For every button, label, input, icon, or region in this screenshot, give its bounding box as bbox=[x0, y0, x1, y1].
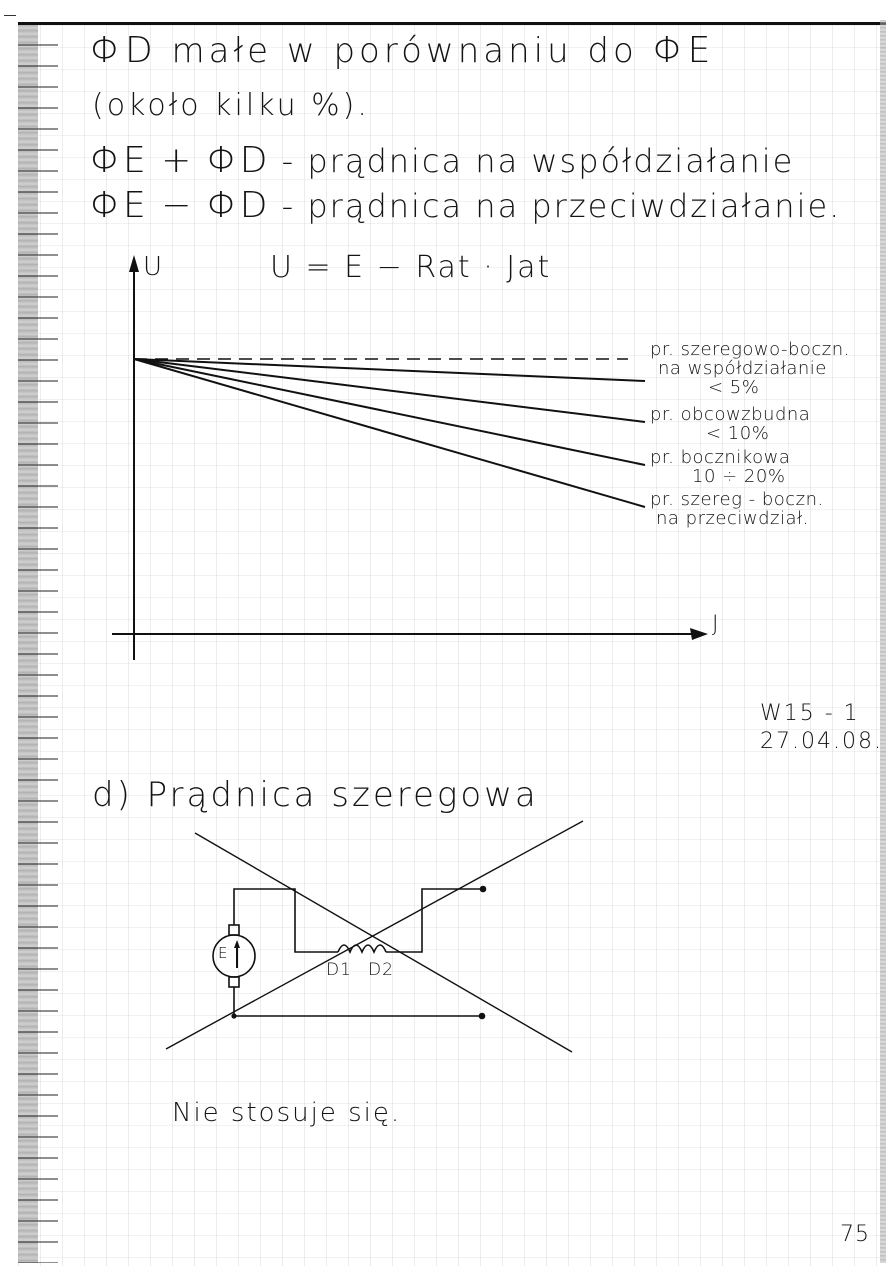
lecture-tag: W15 - 1 27.04.08. bbox=[760, 700, 883, 756]
generator-label: E bbox=[218, 944, 229, 962]
curve-series-shunt-cumulative bbox=[133, 358, 646, 382]
wire-output-top bbox=[386, 888, 483, 953]
dash: - bbox=[281, 142, 296, 180]
emf-arrow-icon bbox=[234, 940, 240, 948]
brush-top bbox=[228, 924, 240, 936]
intro-line-4: ΦE − ΦD - prądnica na przeciwdziałanie. bbox=[90, 185, 841, 226]
intro-line-1: ΦD małe w porównaniu do ΦE bbox=[90, 30, 714, 71]
series-winding-coil bbox=[337, 944, 387, 955]
voltage-current-graph bbox=[112, 255, 708, 660]
lecture-date: 27.04.08. bbox=[760, 729, 883, 754]
intro-line-3-text: prądnica na współdziałanie bbox=[307, 142, 795, 180]
intro-line-1-text: małe w porównaniu do bbox=[171, 31, 638, 71]
section-d-heading: d) Prądnica szeregowa bbox=[92, 775, 539, 815]
curve-label-2: pr. obcowzbudna < 10% bbox=[650, 404, 811, 444]
output-terminal-bottom bbox=[478, 1012, 486, 1020]
brush-bottom bbox=[228, 976, 240, 988]
series-generator-circuit bbox=[165, 820, 584, 1053]
curve-separately-excited bbox=[133, 358, 646, 423]
curve-label-4: pr. szereg - boczn. na przeciwdział. bbox=[650, 489, 824, 529]
binding-marks bbox=[18, 25, 58, 1263]
flux-diff-expression: ΦE − ΦD bbox=[90, 185, 270, 226]
graph-formula: U = E − Rat · Jat bbox=[270, 250, 552, 285]
phi-d-symbol: ΦD bbox=[90, 30, 157, 71]
wire-top bbox=[233, 888, 338, 953]
curve-series-shunt-differential bbox=[133, 358, 646, 508]
curve-shunt bbox=[133, 358, 646, 466]
page-number: 75 bbox=[840, 1222, 870, 1247]
curve-label-3: pr. bocznikowa 10 ÷ 20% bbox=[650, 447, 791, 487]
winding-label-d1: D1 bbox=[326, 960, 352, 980]
junction-dot bbox=[231, 1013, 237, 1019]
winding-label-d2: D2 bbox=[368, 960, 394, 980]
cross-out-line-1 bbox=[194, 832, 573, 1053]
phi-e-symbol: ΦE bbox=[652, 30, 715, 71]
dash: - bbox=[281, 187, 296, 225]
x-axis-arrow-icon bbox=[690, 628, 708, 640]
flux-sum-expression: ΦE + ΦD bbox=[90, 140, 270, 181]
x-axis-label: J bbox=[712, 612, 720, 637]
intro-line-3: ΦE + ΦD - prądnica na współdziałanie bbox=[90, 140, 794, 181]
section-d-note: Nie stosuje się. bbox=[172, 1098, 402, 1128]
y-axis-arrow-icon bbox=[129, 255, 139, 272]
intro-line-2: (około kilku %). bbox=[92, 88, 370, 123]
intro-line-4-text: prądnica na przeciwdziałanie. bbox=[307, 187, 842, 225]
y-axis-label: U bbox=[143, 252, 164, 282]
notebook-page bbox=[18, 22, 886, 1266]
cross-out-line-2 bbox=[165, 820, 584, 1050]
scan-mark bbox=[4, 15, 16, 16]
curve-label-1: pr. szeregowo-boczn. na współdziałanie <… bbox=[650, 339, 850, 398]
output-terminal-top bbox=[479, 885, 487, 893]
page-right-edge bbox=[880, 20, 886, 1263]
lecture-code: W15 - 1 bbox=[760, 701, 860, 726]
